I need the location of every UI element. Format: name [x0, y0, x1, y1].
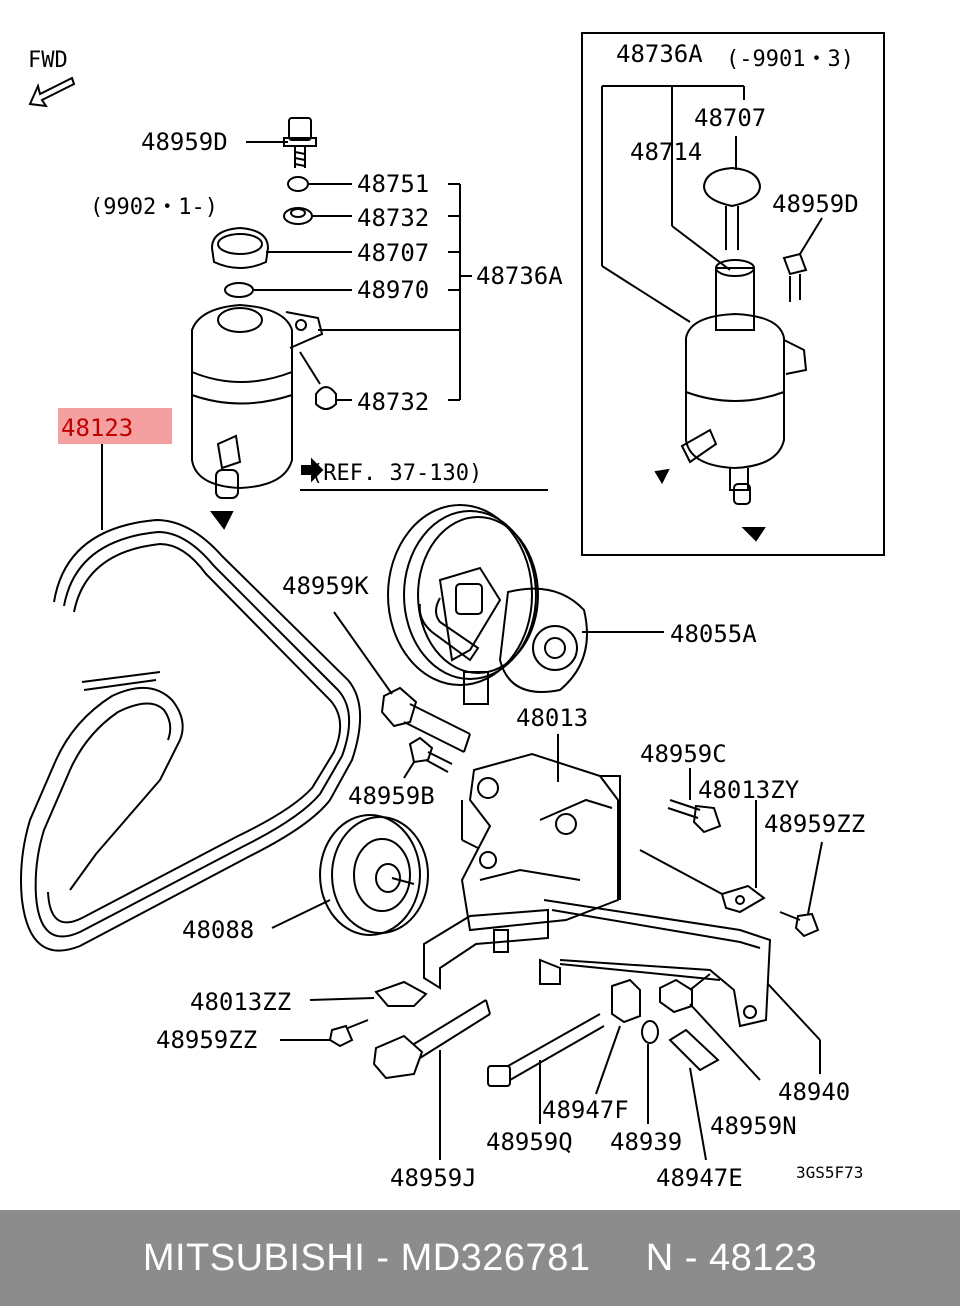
label-48947E: 48947E [656, 1164, 743, 1192]
bolt-48959ZZ-left-drawing [328, 1019, 369, 1048]
bolt-48959J-drawing [372, 999, 491, 1080]
label-48736A-left: 48736A [476, 262, 563, 290]
label-48013ZY: 48013ZY [698, 776, 800, 804]
label-48940: 48940 [778, 1078, 850, 1106]
bolt-48959ZZ-right-drawing [779, 911, 820, 938]
label-48123: 48123 [61, 414, 133, 442]
label-48959C: 48959C [640, 740, 727, 768]
label-48055A: 48055A [670, 620, 757, 648]
reservoir-left-drawing [191, 303, 324, 499]
leader-48013ZZ [309, 997, 375, 1001]
belt-48123-drawing [20, 518, 362, 952]
bolt-48959K-drawing [380, 686, 471, 753]
pump-48055A-drawing [387, 504, 588, 705]
label-48959ZZ-left: 48959ZZ [156, 1026, 257, 1054]
leader-48013-c [461, 839, 479, 849]
label-48959D-inset: 48959D [772, 190, 859, 218]
oring-48970-drawing [224, 282, 254, 298]
footer-brand: MITSUBISHI [142, 1237, 366, 1279]
grommet-48732-lower-drawing [315, 386, 337, 410]
leader-48947F [595, 1025, 621, 1095]
leader-48088 [271, 899, 331, 929]
washer-48751-drawing [287, 176, 309, 192]
bracket-48013-drawing [460, 752, 621, 932]
label-48013ZZ: 48013ZZ [190, 988, 291, 1016]
flow-arrow-icon [210, 511, 234, 530]
footer-sep: - [673, 1237, 709, 1279]
label-48970: 48970 [357, 276, 429, 304]
footer-bar: MITSUBISHI - MD326781 N - 48123 [0, 1210, 960, 1306]
label-48959B: 48959B [348, 782, 435, 810]
label-48013: 48013 [516, 704, 588, 732]
label-48947F: 48947F [542, 1096, 629, 1124]
bolt-48959C-drawing [667, 799, 722, 834]
fwd-label: FWD [28, 48, 68, 73]
leader-48959N [689, 1003, 761, 1081]
label-48714: 48714 [630, 138, 702, 166]
flow-arrow-icon [741, 527, 766, 542]
clip-48013ZZ-drawing [374, 980, 428, 1007]
bolt-48959D-inset-drawing [782, 252, 808, 302]
inset-leaders [601, 85, 823, 323]
label-48751: 48751 [357, 170, 429, 198]
highlight-48123 [58, 408, 172, 444]
footer-ref-number: 48123 [709, 1237, 818, 1279]
label-9901: (-9901・3) [726, 47, 854, 72]
label-48736A-inset: 48736A [616, 40, 703, 68]
bolt-48959D-drawing [283, 117, 317, 168]
bolt-48959B-drawing [408, 736, 453, 773]
label-48939: 48939 [610, 1128, 682, 1156]
leader-48959K [333, 611, 393, 695]
footer-sep: - [365, 1237, 401, 1279]
leader-48940 [767, 983, 821, 1041]
label-48959K: 48959K [282, 572, 369, 600]
reservoir-right-drawing [680, 166, 808, 505]
label-48959Q: 48959Q [486, 1128, 573, 1156]
label-48707-left: 48707 [357, 239, 429, 267]
label-48959D-top: 48959D [141, 128, 228, 156]
label-9902: (9902・1-) [90, 195, 218, 220]
clip-48013ZY-drawing [720, 884, 766, 914]
leader-48013ZY-b [639, 849, 723, 895]
washer-48939-drawing [641, 1020, 659, 1044]
leader-48947E [689, 1067, 707, 1161]
flow-arrow-icon [654, 468, 670, 485]
label-48959J: 48959J [390, 1164, 477, 1192]
leaders-top-left [246, 141, 472, 401]
pulley-48088-drawing [319, 814, 429, 936]
label-48088: 48088 [182, 916, 254, 944]
inset-box [581, 32, 885, 556]
label-48959ZZ-right: 48959ZZ [764, 810, 865, 838]
block-48947F-drawing [611, 978, 641, 1024]
ref-arrow-icon [301, 457, 324, 483]
footer-gap [590, 1237, 645, 1279]
leader-48959ZZ-a [807, 841, 823, 915]
spacer-48947E-drawing [668, 1028, 720, 1072]
label-48732-lower: 48732 [357, 388, 429, 416]
bracket-48940-drawing [423, 899, 772, 1028]
parts-diagram: FWD 48959D 48751 48732 48707 48970 48736… [20, 32, 885, 1192]
bolt-48959Q-drawing [487, 1013, 605, 1087]
label-48732-top: 48732 [357, 204, 429, 232]
ref-label: (REF. 37-130) [310, 461, 482, 486]
footer-part-number: MD326781 [400, 1237, 591, 1279]
bolt-48959N-drawing [659, 973, 711, 1014]
diagram-code: 3GS5F73 [796, 1163, 863, 1182]
footer-prefix: N [645, 1237, 674, 1279]
leader-48959B [403, 761, 415, 779]
cap-48707-drawing [210, 226, 270, 269]
label-48707-inset: 48707 [694, 104, 766, 132]
grommet-48732-top-drawing [283, 207, 313, 225]
fwd-arrow-icon [28, 76, 76, 108]
label-48959N: 48959N [710, 1112, 797, 1140]
